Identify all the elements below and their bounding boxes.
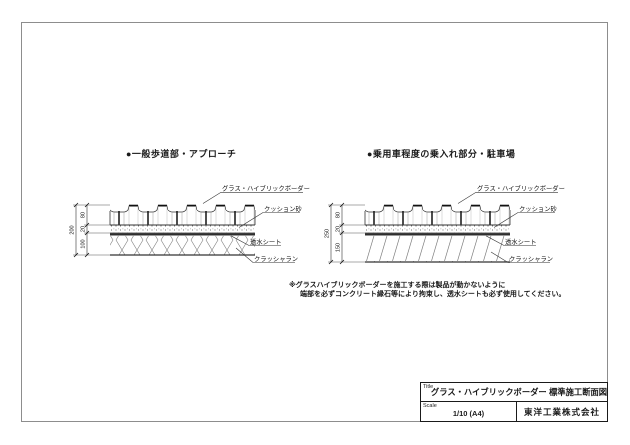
note-line-2: 端部を必ずコンクリート縁石等により拘束し、透水シートも必ず使用してください。 — [300, 290, 566, 298]
title-block-title-row: Title グラス・ハイブリックボーダー 標準施工断面図 — [421, 383, 607, 402]
title-block: Title グラス・ハイブリックボーダー 標準施工断面図 Scale 1/10 … — [420, 382, 608, 422]
section-heading-parking: ●乗用車程度の乗入れ部分・駐車場 — [367, 149, 516, 159]
label-permeable-sheet: 透水シート — [250, 237, 281, 246]
cross-section-sidewalk: 80 20 100 200 グラス・ハイブリックボーダー クッション砂 透水シー… — [70, 184, 310, 263]
crusher-run-layer-drawing — [365, 235, 510, 263]
scale-cell: Scale 1/10 (A4) — [421, 402, 517, 421]
dim-crusher-height: 100 — [81, 239, 87, 248]
cushion-sand-layer-drawing — [365, 225, 510, 234]
title-field-label: Title — [423, 384, 434, 390]
dimension-lines — [328, 202, 365, 265]
sheet-border-frame — [21, 22, 608, 422]
dimension-lines — [73, 202, 110, 258]
dim-total-height: 200 — [70, 225, 76, 234]
label-cushion-sand: クッション砂 — [519, 204, 557, 213]
leader-lines — [457, 192, 558, 263]
label-crusher-run: クラッシャラン — [254, 255, 298, 263]
section-heading-sidewalk: ●一般歩道部・アプローチ — [126, 149, 237, 159]
leader-lines — [202, 192, 303, 263]
company-name: 東洋工業株式会社 — [523, 406, 600, 417]
permeable-sheet-drawing — [110, 233, 255, 236]
drawing-title: グラス・ハイブリックボーダー 標準施工断面図 — [430, 387, 608, 397]
label-cushion-sand: クッション砂 — [264, 204, 302, 213]
crusher-run-layer-drawing — [110, 235, 255, 256]
dim-total-height: 250 — [325, 229, 331, 238]
label-permeable-sheet: 透水シート — [505, 237, 536, 246]
label-crusher-run: クラッシャラン — [509, 255, 553, 263]
cushion-sand-layer-drawing — [110, 225, 255, 234]
drawing-scale: 1/10 (A4) — [452, 408, 485, 418]
title-block-info-row: Scale 1/10 (A4) 東洋工業株式会社 — [421, 402, 607, 421]
label-paver: グラス・ハイブリックボーダー — [222, 184, 310, 193]
company-cell: 東洋工業株式会社 — [517, 402, 607, 421]
paver-layer-drawing — [109, 204, 256, 226]
label-paver: グラス・ハイブリックボーダー — [477, 184, 565, 193]
dim-cushion-height: 20 — [81, 226, 87, 232]
paver-layer-drawing — [364, 204, 511, 226]
scale-field-label: Scale — [423, 403, 437, 409]
dim-paver-height: 80 — [336, 212, 342, 218]
dim-paver-height: 80 — [81, 212, 87, 218]
cross-section-parking: 80 20 150 250 グラス・ハイブリックボーダー クッション砂 透水シー… — [325, 184, 565, 265]
dim-cushion-height: 20 — [336, 226, 342, 232]
dim-crusher-height: 150 — [336, 243, 342, 252]
installation-note: ※グラスハイブリックボーダーを施工する際は製品が動かないように 端部を必ずコンク… — [289, 282, 565, 299]
note-line-1: ※グラスハイブリックボーダーを施工する際は製品が動かないように — [289, 282, 506, 289]
permeable-sheet-drawing — [365, 233, 510, 236]
